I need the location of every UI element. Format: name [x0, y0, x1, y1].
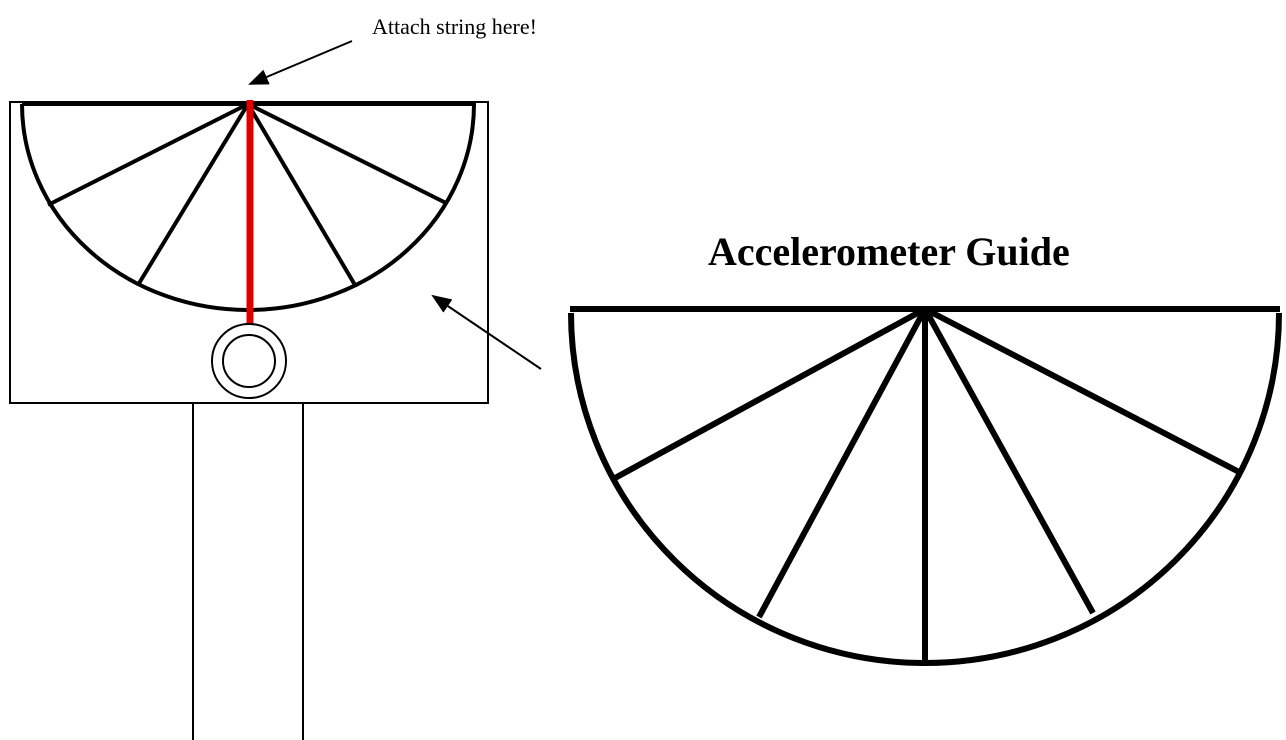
guide-title: Accelerometer Guide: [708, 229, 1070, 274]
device-spoke: [246, 102, 357, 287]
accelerometer-guide: [568, 306, 1282, 666]
guide-spoke: [613, 306, 927, 481]
accelerometer-device: [9, 100, 489, 740]
device-spoke: [47, 102, 249, 207]
device-spoke: [247, 102, 447, 205]
attach-arrow: [248, 40, 353, 85]
guide-protractor-spokes: [613, 306, 1243, 666]
device-protractor-spokes: [47, 102, 447, 287]
device-spoke: [136, 102, 250, 287]
guide-spoke: [923, 306, 1243, 476]
guide-spoke: [922, 307, 1096, 615]
guide-spoke: [756, 307, 928, 619]
weight: [222, 334, 276, 388]
attach-string-label: Attach string here!: [372, 14, 537, 39]
guide-arrow: [431, 294, 542, 370]
